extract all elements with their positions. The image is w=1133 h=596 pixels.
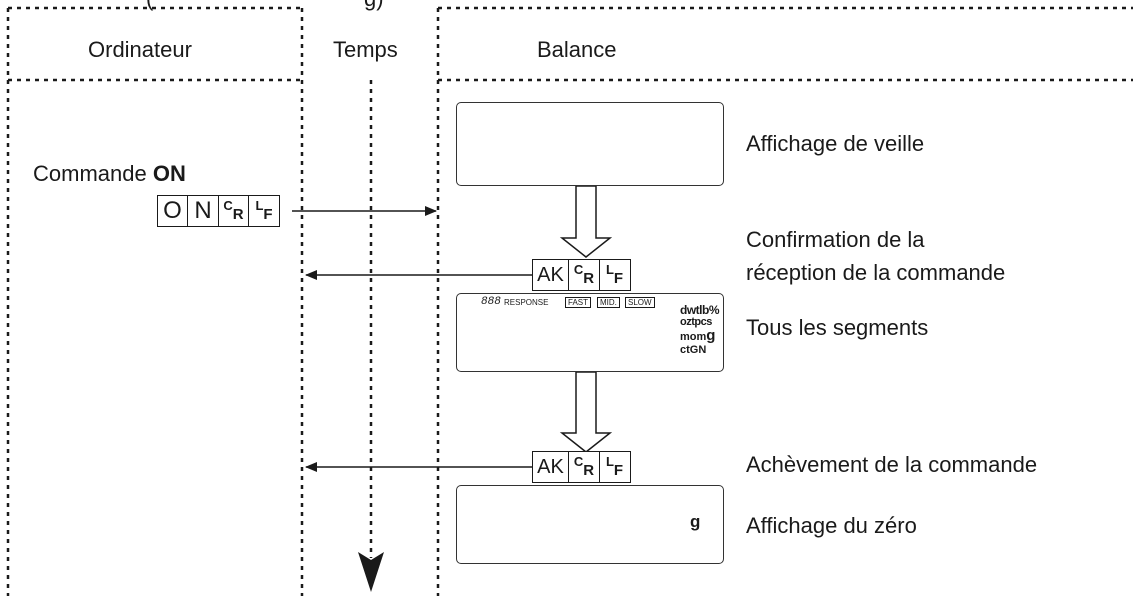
label-all-segments: Tous les segments [746, 315, 929, 340]
glyph-main: L [605, 454, 614, 469]
command-name: ON [152, 161, 186, 186]
lcd-mode-fast: FAST [565, 297, 592, 308]
glyph-sub: R [583, 270, 595, 287]
label-zero-display: Affichage du zéro [746, 513, 917, 538]
char-box-n: N [187, 195, 219, 227]
title-fragment-left: ( [146, 0, 153, 12]
glyph-main: C [223, 198, 233, 213]
header-time: Temps [333, 37, 398, 62]
lcd-all-segments [456, 293, 724, 372]
label-confirm-line2: réception de la commande [746, 260, 1006, 285]
ack2-box-lf: LF [598, 451, 631, 483]
glyph-sub: F [613, 270, 624, 287]
glyph-main: L [255, 198, 264, 213]
glyph-main: C [573, 454, 584, 469]
title-fragment-right: g) [364, 0, 384, 12]
lcd-unit-row2: oztpcs [680, 316, 712, 328]
glyph-main: C [573, 262, 584, 277]
glyph-sub: R [583, 462, 595, 479]
lcd-unit-row3: momg [680, 327, 716, 344]
time-arrow-head [358, 552, 384, 592]
lcd-unit-row1: dwtlb% [680, 303, 720, 317]
command-label: Commande ON [33, 161, 186, 187]
ack-complete-boxes: AK CR LF [531, 451, 631, 483]
label-standby: Affichage de veille [746, 131, 925, 156]
lcd-mode-mid: MID. [597, 297, 620, 308]
glyph-sub: R [232, 206, 244, 223]
ack2-lf-glyph: LF [606, 454, 624, 479]
ack-lf-glyph: LF [606, 262, 624, 287]
lcd-small-digits: 888 [481, 296, 501, 308]
flow-arrow-2 [559, 371, 613, 453]
zero-unit: g [690, 512, 701, 531]
glyph-sub: F [613, 462, 624, 479]
ack-box-ak: AK [531, 259, 570, 291]
char-box-lf: LF [248, 195, 280, 227]
lcd-mode-response: RESPONSE [504, 298, 549, 307]
ack-box-cr: CR [568, 259, 600, 291]
ack2-cr-glyph: CR [574, 454, 595, 479]
ack2-box-cr: CR [568, 451, 600, 483]
lcd-standby [456, 102, 724, 186]
ack2-box-ak: AK [531, 451, 570, 483]
header-balance: Balance [537, 37, 617, 62]
lf-glyph: LF [255, 198, 273, 223]
label-confirm-line1: Confirmation de la [746, 227, 925, 252]
glyph-sub: F [263, 206, 273, 223]
ack-confirm-boxes: AK CR LF [531, 259, 631, 291]
command-prefix: Commande [33, 161, 153, 186]
command-char-boxes: O N CR LF [156, 195, 280, 227]
flow-arrow-1 [559, 185, 613, 258]
lcd-zero [456, 485, 724, 564]
lcd-unit-mom: mom [680, 331, 707, 343]
glyph-main: L [605, 262, 614, 277]
lcd-unit-row4: ctGN [680, 344, 707, 356]
ack-box-lf: LF [598, 259, 631, 291]
lcd-unit-g: g [706, 327, 716, 344]
lcd-mode-slow: SLOW [625, 297, 655, 308]
cr-glyph: CR [223, 198, 244, 223]
header-computer: Ordinateur [88, 37, 192, 62]
label-completion: Achèvement de la commande [746, 452, 1038, 477]
char-box-o: O [156, 195, 189, 227]
ack-cr-glyph: CR [574, 262, 595, 287]
char-box-cr: CR [217, 195, 250, 227]
